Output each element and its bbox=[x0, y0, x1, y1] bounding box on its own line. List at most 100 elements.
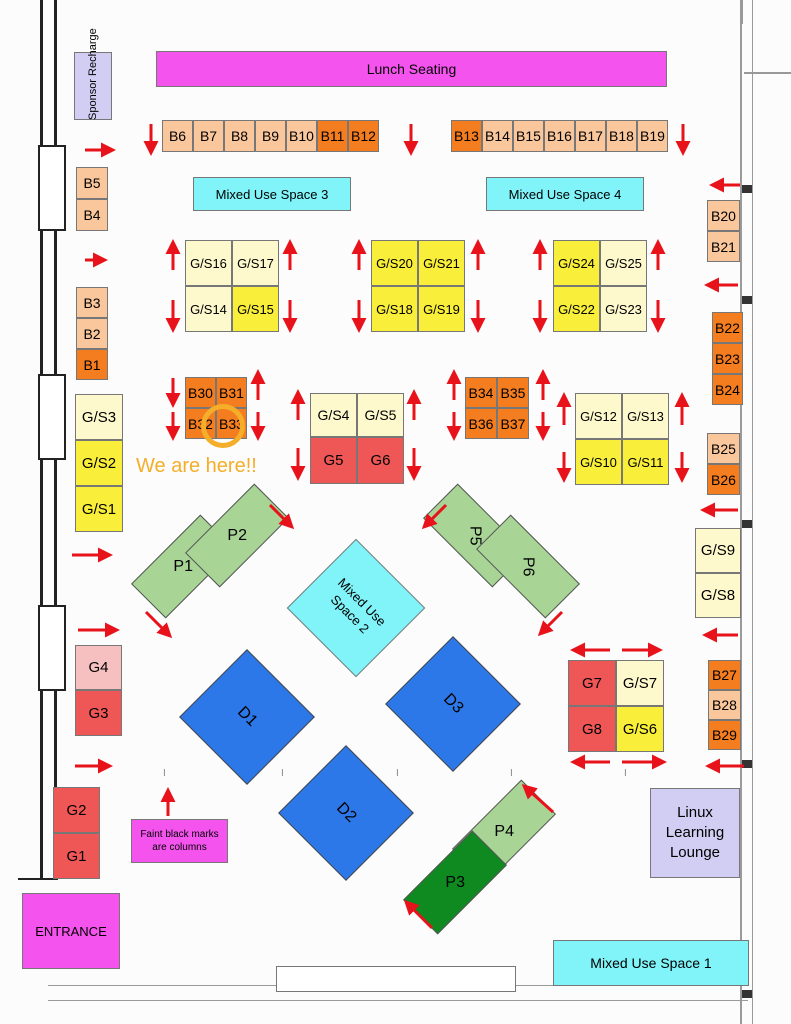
booth-b8[interactable]: B8 bbox=[224, 120, 255, 152]
booth-b3[interactable]: B3 bbox=[76, 287, 108, 318]
booth-b23[interactable]: B23 bbox=[712, 343, 743, 374]
booth-b14[interactable]: B14 bbox=[482, 120, 513, 152]
arrow-diagonal bbox=[403, 899, 434, 930]
booth-gs10[interactable]: G/S10 bbox=[575, 439, 622, 485]
booth-b37[interactable]: B37 bbox=[497, 408, 529, 439]
booth-gs5[interactable]: G/S5 bbox=[357, 393, 404, 437]
mixed-use-space-3: Mixed Use Space 3 bbox=[193, 177, 351, 211]
booth-gs1[interactable]: G/S1 bbox=[75, 486, 123, 532]
booth-b7[interactable]: B7 bbox=[193, 120, 224, 152]
you-are-here-label: We are here!! bbox=[136, 455, 257, 477]
booth-b5[interactable]: B5 bbox=[76, 167, 108, 199]
wall-column bbox=[742, 520, 752, 528]
booth-b17[interactable]: B17 bbox=[575, 120, 606, 152]
entrance: ENTRANCE bbox=[22, 893, 120, 969]
booth-g3[interactable]: G3 bbox=[75, 690, 122, 736]
wall-column bbox=[742, 990, 752, 998]
mixed-use-space-4: Mixed Use Space 4 bbox=[486, 177, 644, 211]
booth-b13[interactable]: B13 bbox=[451, 120, 482, 152]
booth-gs17[interactable]: G/S17 bbox=[232, 240, 279, 286]
booth-b26[interactable]: B26 bbox=[707, 464, 740, 495]
booth-gs7[interactable]: G/S7 bbox=[616, 660, 664, 706]
column-mark: I bbox=[396, 768, 399, 779]
booth-b22[interactable]: B22 bbox=[712, 312, 743, 343]
booth-gs21[interactable]: G/S21 bbox=[418, 240, 465, 286]
booth-g8[interactable]: G8 bbox=[568, 706, 616, 752]
booth-gs15[interactable]: G/S15 bbox=[232, 286, 279, 332]
booth-b16[interactable]: B16 bbox=[544, 120, 575, 152]
booth-gs20[interactable]: G/S20 bbox=[371, 240, 418, 286]
booth-gs13[interactable]: G/S13 bbox=[622, 393, 669, 439]
booth-b30[interactable]: B30 bbox=[185, 377, 216, 408]
booth-b4[interactable]: B4 bbox=[76, 199, 108, 231]
column-mark: I bbox=[510, 768, 513, 779]
booth-b21[interactable]: B21 bbox=[707, 231, 740, 262]
column-mark: I bbox=[281, 768, 284, 779]
booth-b19[interactable]: B19 bbox=[637, 120, 668, 152]
booth-b15[interactable]: B15 bbox=[513, 120, 544, 152]
booth-gs25[interactable]: G/S25 bbox=[600, 240, 647, 286]
booth-gs2[interactable]: G/S2 bbox=[75, 440, 123, 486]
booth-gs19[interactable]: G/S19 bbox=[418, 286, 465, 332]
booth-gs8[interactable]: G/S8 bbox=[695, 573, 741, 618]
booth-b10[interactable]: B10 bbox=[286, 120, 317, 152]
booth-b28[interactable]: B28 bbox=[708, 690, 741, 720]
entrance-wall bbox=[18, 878, 58, 880]
booth-b27[interactable]: B27 bbox=[708, 660, 741, 690]
booth-gs22[interactable]: G/S22 bbox=[553, 286, 600, 332]
booth-b1[interactable]: B1 bbox=[76, 349, 108, 380]
booth-b11[interactable]: B11 bbox=[317, 120, 348, 152]
lunch-seating: Lunch Seating bbox=[156, 51, 667, 87]
arrow-diagonal bbox=[144, 610, 173, 639]
booth-gs9[interactable]: G/S9 bbox=[695, 528, 741, 573]
booth-g1[interactable]: G1 bbox=[53, 833, 100, 879]
booth-b2[interactable]: B2 bbox=[76, 318, 108, 349]
booth-b12[interactable]: B12 bbox=[348, 120, 379, 152]
wall-pillar bbox=[38, 374, 66, 460]
mixed-use-space-1: Mixed Use Space 1 bbox=[553, 940, 749, 986]
bottom-wall-outer bbox=[48, 1000, 748, 1001]
booth-b36[interactable]: B36 bbox=[465, 408, 497, 439]
columns-note: Faint black marks are columns bbox=[131, 819, 228, 863]
booth-b29[interactable]: B29 bbox=[708, 720, 741, 750]
booth-g5[interactable]: G5 bbox=[310, 437, 357, 484]
booth-gs12[interactable]: G/S12 bbox=[575, 393, 622, 439]
right-wall-outer bbox=[752, 0, 753, 1024]
booth-gs14[interactable]: G/S14 bbox=[185, 286, 232, 332]
stage-platform bbox=[276, 966, 516, 992]
booth-b9[interactable]: B9 bbox=[255, 120, 286, 152]
booth-gs23[interactable]: G/S23 bbox=[600, 286, 647, 332]
linux-learning-lounge: Linux Learning Lounge bbox=[650, 788, 740, 878]
booth-g4[interactable]: G4 bbox=[75, 645, 122, 690]
right-wall-segment bbox=[744, 72, 791, 74]
booth-b31[interactable]: B31 bbox=[216, 377, 247, 408]
booth-b18[interactable]: B18 bbox=[606, 120, 637, 152]
wall-pillar bbox=[38, 605, 66, 691]
booth-b35[interactable]: B35 bbox=[497, 377, 529, 408]
booth-gs16[interactable]: G/S16 bbox=[185, 240, 232, 286]
column-mark: I bbox=[163, 768, 166, 779]
arrow-diagonal bbox=[537, 610, 564, 637]
booth-g2[interactable]: G2 bbox=[53, 787, 100, 833]
booth-b6[interactable]: B6 bbox=[162, 120, 193, 152]
booth-gs11[interactable]: G/S11 bbox=[622, 439, 669, 485]
wall-column bbox=[742, 760, 752, 768]
booth-b20[interactable]: B20 bbox=[707, 200, 740, 231]
wall-column bbox=[742, 296, 752, 304]
booth-b24[interactable]: B24 bbox=[712, 374, 743, 405]
right-wall bbox=[740, 0, 742, 1024]
booth-gs18[interactable]: G/S18 bbox=[371, 286, 418, 332]
booth-g7[interactable]: G7 bbox=[568, 660, 616, 706]
booth-b34[interactable]: B34 bbox=[465, 377, 497, 408]
booth-gs6[interactable]: G/S6 bbox=[616, 706, 664, 752]
booth-g6[interactable]: G6 bbox=[357, 437, 404, 484]
booth-gs3[interactable]: G/S3 bbox=[75, 394, 123, 440]
arrow-diagonal bbox=[421, 503, 448, 530]
booth-b25[interactable]: B25 bbox=[707, 433, 740, 464]
wall-column bbox=[742, 185, 752, 193]
wall-pillar bbox=[38, 145, 66, 231]
arrow-diagonal bbox=[268, 503, 295, 530]
booth-gs4[interactable]: G/S4 bbox=[310, 393, 357, 437]
booth-gs24[interactable]: G/S24 bbox=[553, 240, 600, 286]
